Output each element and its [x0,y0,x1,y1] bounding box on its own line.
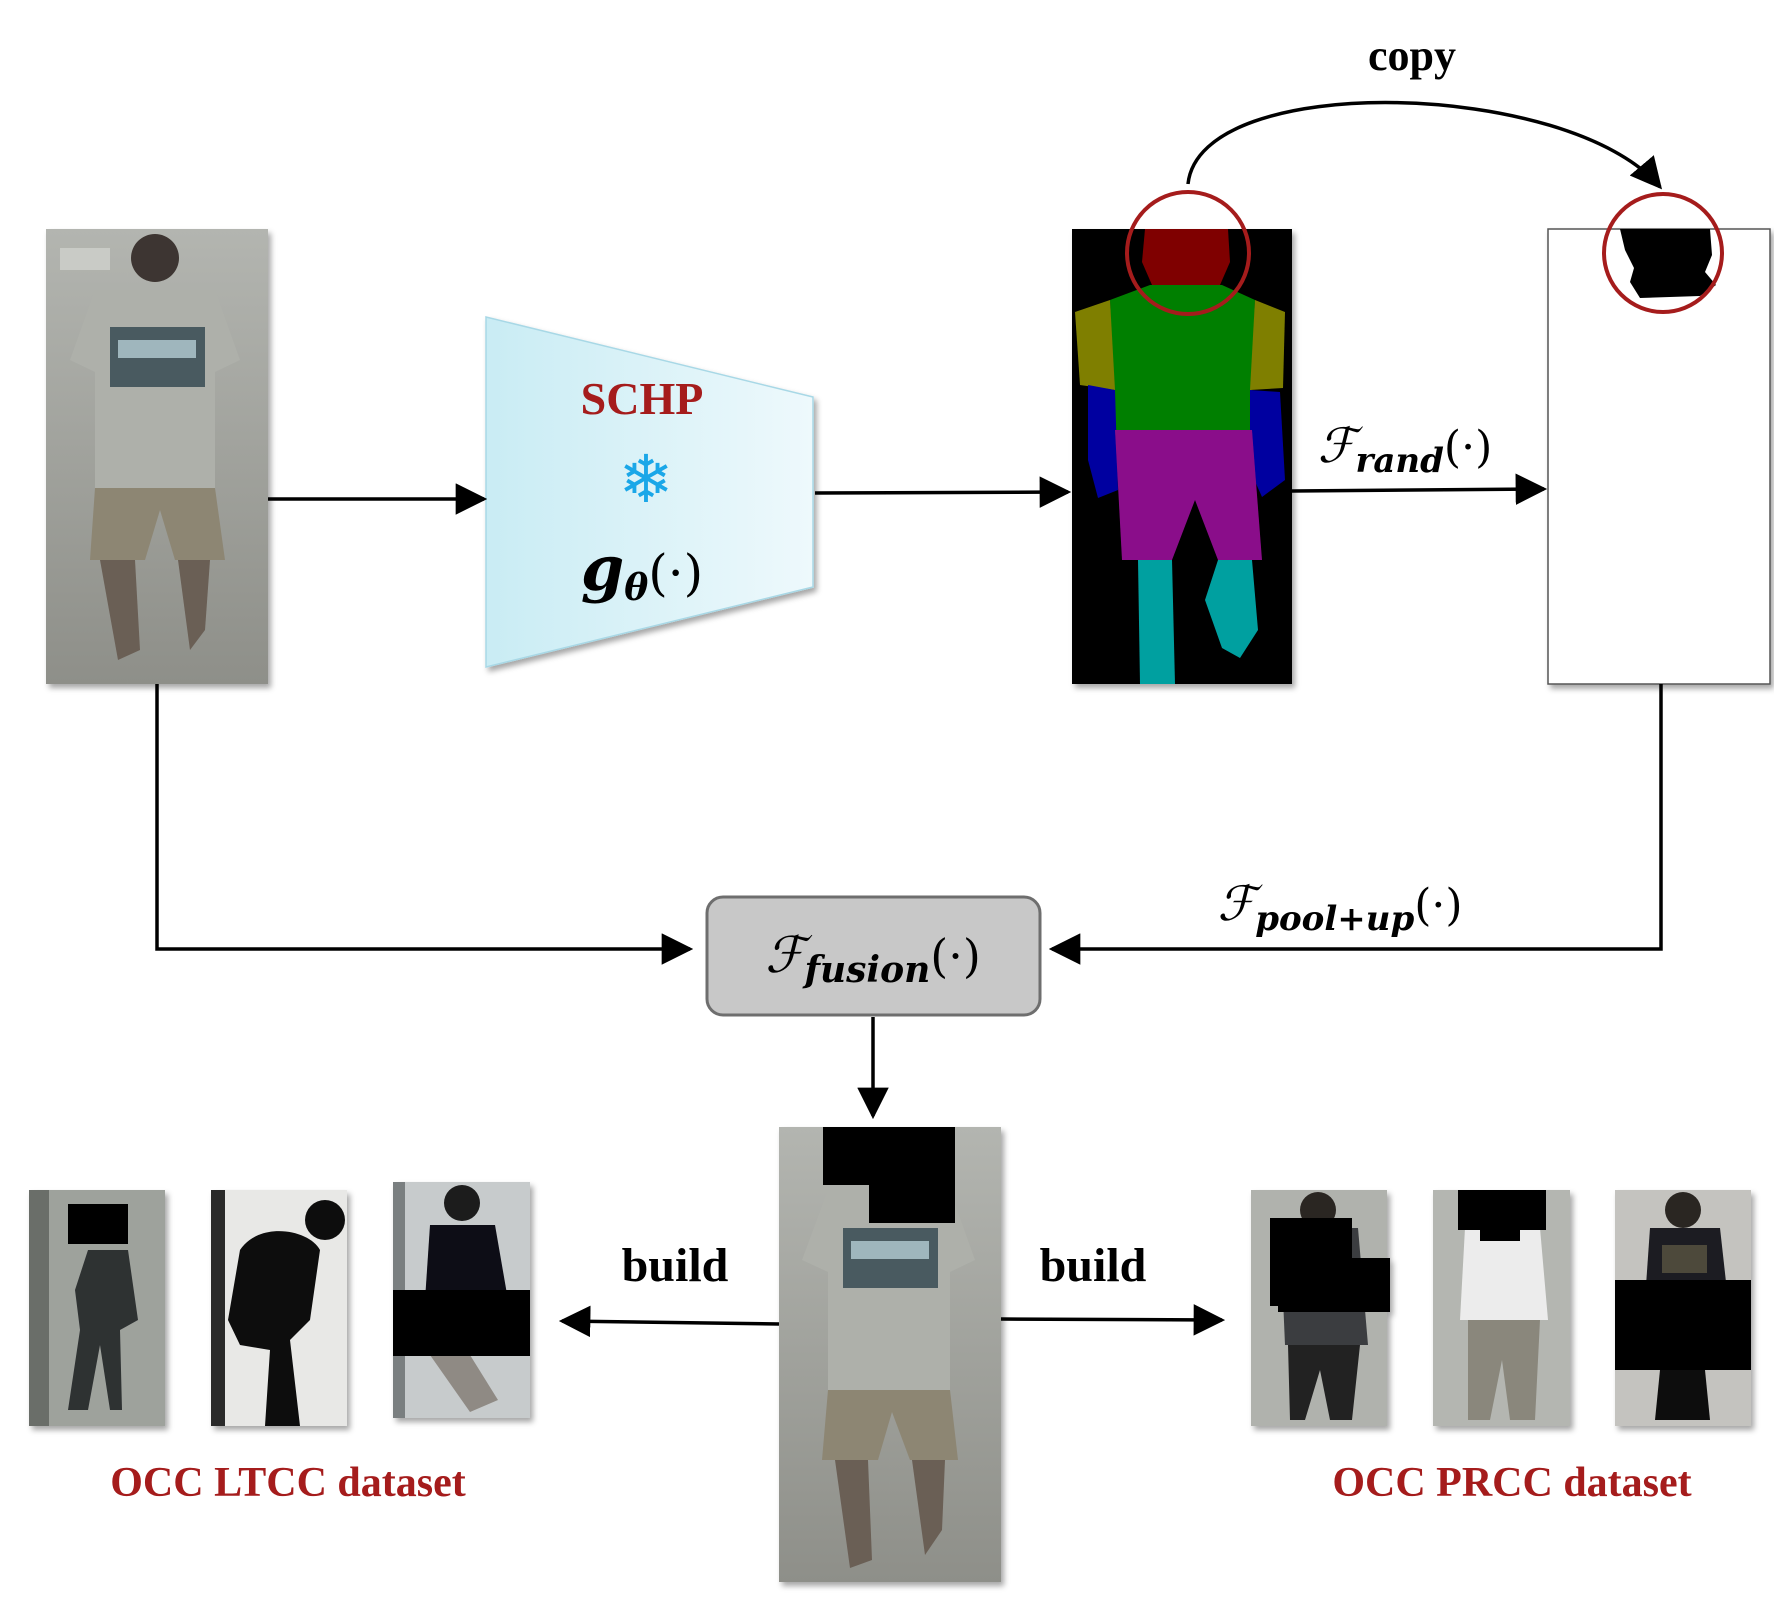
seg-right-hand [1250,390,1285,497]
arrow-build-left [558,1305,780,1338]
copy-arrow [1186,100,1663,190]
occluded-result-image [779,1127,1001,1582]
head-mask-highlight-circle [1602,192,1724,314]
arrow-build-right [1000,1304,1226,1336]
head-silhouette [1620,229,1716,298]
schp-encoder [485,316,814,668]
f-fusion-label: ℱfusion(·) [765,926,981,991]
copy-label: copy [1368,31,1456,80]
f-rand-label: ℱrand(·) [1318,418,1493,481]
ltcc-caption: OCC LTCC dataset [110,1460,465,1506]
head-mask-image [1547,228,1771,685]
prcc-sample-3 [1615,1190,1751,1426]
seg-right-arm [1250,300,1285,390]
seg-upper-body [1110,285,1255,430]
build-right-label: build [1040,1239,1147,1292]
build-left-label: build [622,1239,729,1292]
ltcc-sample-3 [393,1182,530,1418]
arrow-head-to-fusion [1048,684,1663,965]
ltcc-sample-2 [211,1190,347,1426]
arrow-encoder-to-seg [814,476,1072,508]
input-person-image [46,229,268,684]
seg-pants [1115,430,1262,560]
seg-left-arm [1075,300,1115,390]
seg-left-shoe [1138,560,1175,684]
prcc-sample-2 [1433,1190,1570,1426]
snowflake-icon: ❄ [618,441,673,518]
head-highlight-circle [1125,190,1251,316]
segmentation-mask-image [1072,229,1292,684]
fusion-box [705,895,1042,1017]
g-theta-label: gθ(·) [581,532,703,609]
prcc-sample-1 [1251,1190,1390,1426]
seg-right-shoe [1205,560,1258,658]
ltcc-sample-1 [29,1190,165,1426]
schp-label: SCHP [581,373,704,424]
arrow-input-to-fusion [155,684,694,965]
prcc-caption: OCC PRCC dataset [1332,1460,1691,1506]
arrow-seg-to-head [1291,473,1548,505]
seg-left-hand [1088,385,1118,498]
seg-head [1142,229,1230,285]
f-pool-up-label: ℱpool+up(·) [1217,876,1462,939]
